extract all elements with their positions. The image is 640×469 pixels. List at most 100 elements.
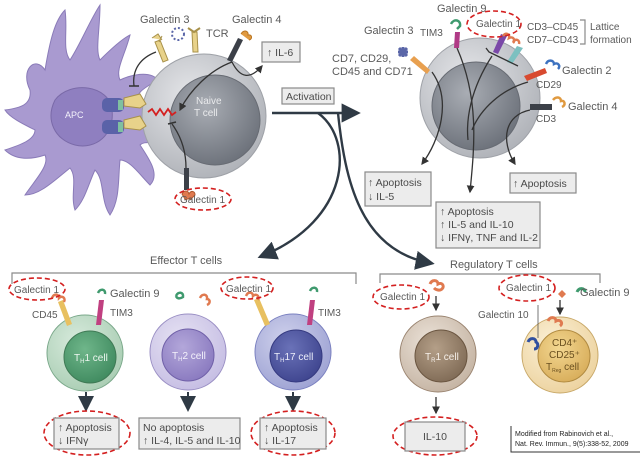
- th1-outcome-2: ↓ IFNγ: [58, 435, 89, 447]
- tr1-t: T: [425, 352, 431, 363]
- th17-t: T: [274, 352, 280, 363]
- svg-text:TR1 cell: TR1 cell: [425, 352, 459, 364]
- box-left-line-1: ↑ Apoptosis: [368, 177, 422, 189]
- outcome-box-center: ↑ Apoptosis ↑ IL-5 and IL-10 ↓ IFNγ, TNF…: [435, 201, 541, 249]
- activation-box: Activation: [281, 87, 335, 105]
- th2-sub: H: [178, 357, 182, 363]
- svg-text:TH2 cell: TH2 cell: [172, 351, 206, 363]
- citation-line-1: Modified from Rabinovich et al.,: [515, 431, 613, 438]
- th1-outcome-1: ↑ Apoptosis: [58, 422, 112, 434]
- th17-rest: 17 cell: [284, 352, 313, 363]
- th2-outcome-1: No apoptosis: [143, 422, 204, 434]
- act-galectin1-label: Galectin 1: [476, 19, 521, 30]
- citation-line-2: Nat. Rev. Immun., 9(5):338-52, 2009: [515, 441, 629, 448]
- act-cd-list-1: CD7, CD29,: [332, 53, 391, 65]
- effector-bracket: [11, 272, 357, 284]
- th1-sub: H: [80, 359, 84, 365]
- act-cd-list-2: CD45 and CD71: [332, 66, 413, 78]
- treg-sub: Reg: [552, 368, 561, 374]
- lattice-label-1: Lattice: [590, 22, 620, 33]
- activation-label: Activation: [286, 91, 332, 103]
- treg-galectin1-label: Galectin 1: [506, 283, 551, 294]
- box-left-line-2: ↓ IL-5: [368, 191, 394, 203]
- tcr-label: TCR: [206, 28, 229, 40]
- naive-label-1: Naive: [196, 96, 222, 107]
- act-galectin9-label: Galectin 9: [437, 3, 487, 15]
- tr1-galectin1-label: Galectin 1: [380, 292, 425, 303]
- th17-cell: TH17 cell: [244, 286, 332, 391]
- tr1-outcome-1: IL-10: [423, 431, 447, 443]
- arrow-to-regulatory: [336, 112, 435, 270]
- outcome-box-left: ↑ Apoptosis ↓ IL-5: [364, 171, 432, 207]
- svg-text:TH17 cell: TH17 cell: [274, 352, 313, 364]
- lattice-bracket: [580, 19, 586, 45]
- tr1-sub: R: [431, 358, 436, 364]
- th17-sub: H: [280, 358, 284, 364]
- galectin4-label: Galectin 4: [232, 14, 282, 26]
- act-tim3-label: TIM3: [420, 28, 443, 39]
- naive-label-2: T cell: [194, 108, 218, 119]
- treg-rest: cell: [561, 362, 579, 373]
- citation: Modified from Rabinovich et al., Nat. Re…: [510, 426, 640, 453]
- th1-galectin1-label: Galectin 1: [14, 285, 59, 296]
- apc-cell: APC: [4, 3, 166, 216]
- box-center-line-1: ↑ Apoptosis: [440, 206, 494, 218]
- regulatory-title: Regulatory T cells: [450, 259, 538, 271]
- svg-text:TReg cell: TReg cell: [546, 362, 579, 374]
- th1-cell: TH1 cell: [46, 288, 124, 392]
- th17-galectin1-label: Galectin 1: [226, 284, 271, 295]
- th2-rest: 2 cell: [182, 351, 205, 362]
- th1-galectin1-callout: Galectin 1: [8, 277, 66, 301]
- box-right-line-1: ↑ Apoptosis: [513, 178, 567, 190]
- treg-cell: CD4⁺ CD25⁺ TReg cell: [521, 287, 599, 394]
- th17-outcome-1: ↑ Apoptosis: [264, 422, 318, 434]
- apc-label: APC: [65, 110, 84, 120]
- regulatory-bracket: [379, 273, 601, 283]
- galectin3-label: Galectin 3: [140, 14, 190, 26]
- effector-title: Effector T cells: [150, 255, 223, 267]
- th2-cell: TH2 cell: [149, 291, 227, 391]
- th17-outcome: ↑ Apoptosis ↓ IL-17: [250, 410, 336, 456]
- naive-galectin1-label: Galectin 1: [180, 195, 225, 206]
- th1-rest: 1 cell: [84, 353, 107, 364]
- lattice-pair-1: CD3–CD45: [527, 22, 579, 33]
- svg-text:TH1 cell: TH1 cell: [74, 353, 108, 365]
- th2-outcome-2: ↑ IL-4, IL-5 and IL-10: [143, 435, 241, 447]
- il6-text: ↑ IL-6: [267, 47, 293, 59]
- activated-t-cell: [397, 19, 566, 194]
- treg-line-2: CD25⁺: [549, 350, 580, 361]
- box-center-line-3: ↓ IFNγ, TNF and IL-2: [440, 232, 538, 244]
- lattice-pair-2: CD7–CD43: [527, 35, 579, 46]
- naive-galectin1-callout: Galectin 1: [174, 187, 232, 211]
- th1-galectin9-label: Galectin 9: [110, 288, 160, 300]
- th17-tim3-label: TIM3: [318, 308, 341, 319]
- treg-galectin10-label: Galectin 10: [478, 310, 529, 321]
- act-galectin1-callout: Galectin 1: [466, 10, 522, 38]
- tr1-rest: 1 cell: [435, 352, 458, 363]
- act-cd29-label: CD29: [536, 80, 562, 91]
- galectin3-glyph: [171, 27, 185, 41]
- th2-t: T: [172, 351, 178, 362]
- box-center-line-2: ↑ IL-5 and IL-10: [440, 219, 514, 231]
- th17-outcome-2: ↓ IL-17: [264, 435, 296, 447]
- th1-tim3-label: TIM3: [110, 308, 133, 319]
- act-galectin2-label: Galectin 2: [562, 65, 612, 77]
- naive-t-cell: Naive T cell: [123, 27, 267, 200]
- treg-galectin1-callout: Galectin 1: [498, 274, 556, 302]
- act-cd3-label: CD3: [536, 114, 556, 125]
- tr1-outcome: IL-10: [392, 416, 478, 456]
- th1-cd45-label: CD45: [32, 310, 58, 321]
- tr1-galectin1-callout: Galectin 1: [372, 284, 430, 310]
- outcome-box-right: ↑ Apoptosis: [509, 172, 577, 194]
- th1-t: T: [74, 353, 80, 364]
- th2-outcome: No apoptosis ↑ IL-4, IL-5 and IL-10: [138, 417, 241, 450]
- arrow-to-effector: [257, 112, 341, 260]
- il6-box: ↑ IL-6: [261, 41, 301, 63]
- treg-t: T: [546, 362, 552, 373]
- lattice-label-2: formation: [590, 35, 632, 46]
- th1-outcome: ↑ Apoptosis ↓ IFNγ: [43, 410, 131, 456]
- tr1-cell: TR1 cell: [399, 279, 477, 393]
- act-galectin4-label: Galectin 4: [568, 101, 618, 113]
- treg-line-1: CD4⁺: [552, 338, 577, 349]
